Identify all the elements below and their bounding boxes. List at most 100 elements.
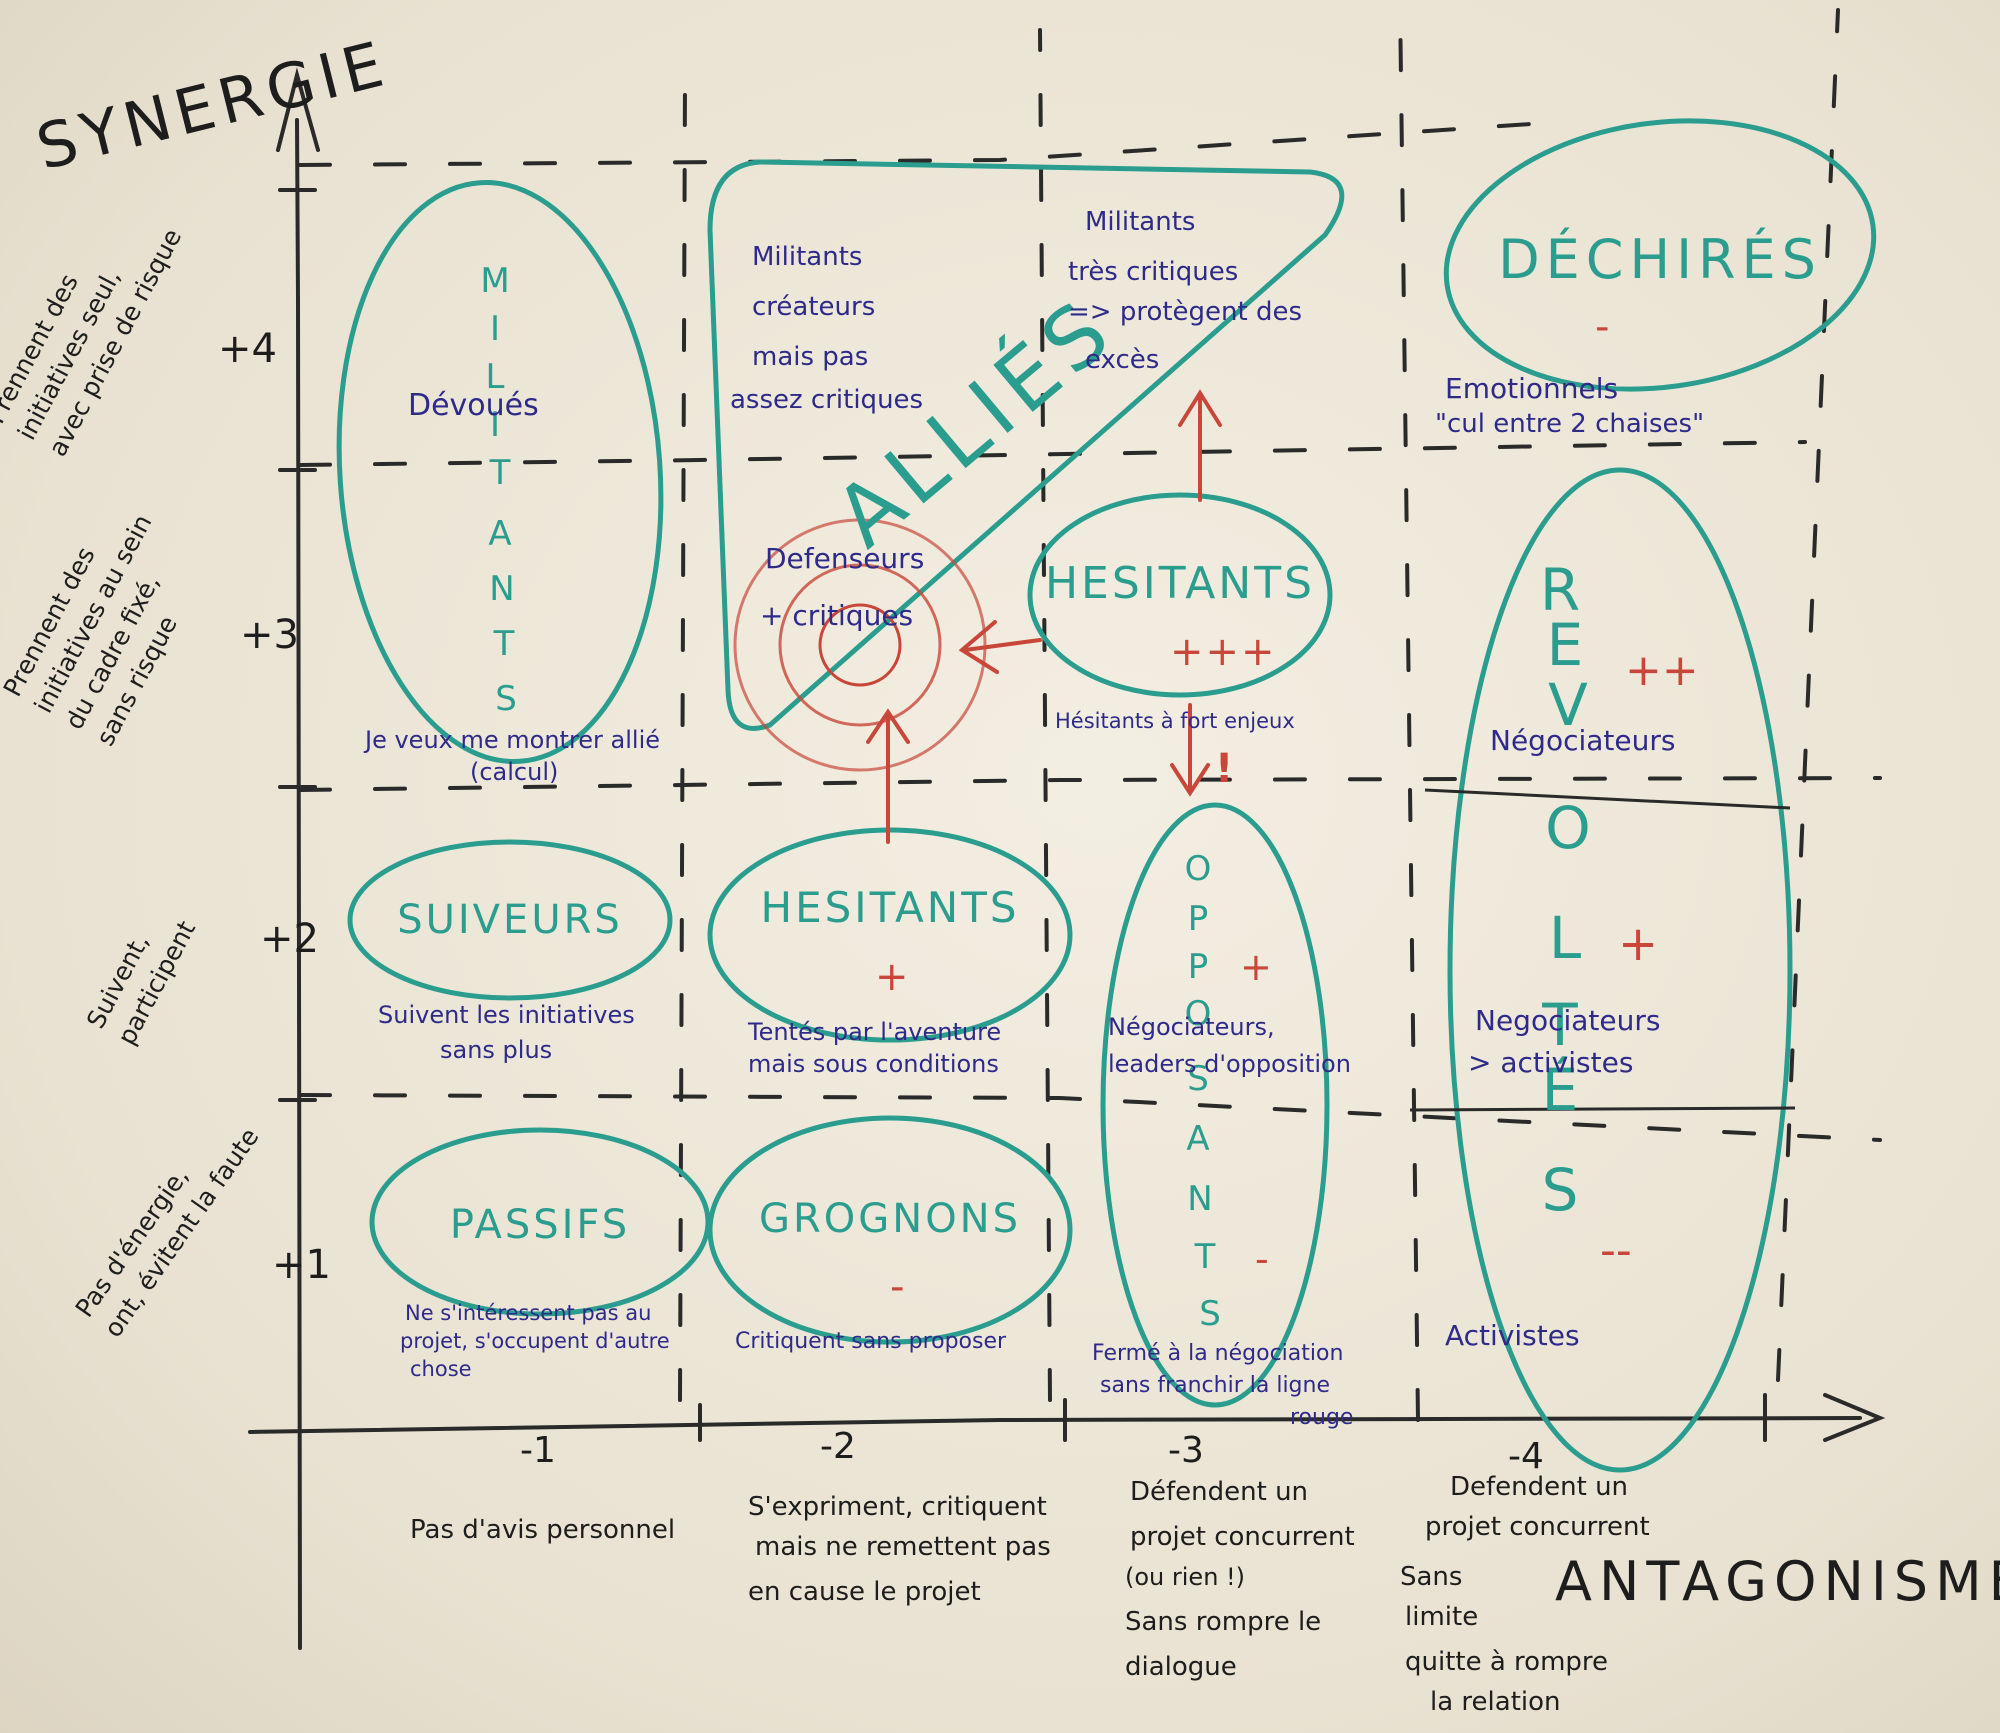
svg-text:Militants: Militants [1085,207,1195,237]
svg-text:=> protègent des: => protègent des [1068,297,1302,327]
hesitants-top-sign: +++ [1170,629,1277,675]
svg-text:L: L [486,357,505,397]
hesitants-top-label: HESITANTS [1045,558,1315,609]
svg-text:P: P [1188,899,1209,939]
hesitants-top-alert: ! [1215,746,1233,792]
svg-text:T: T [489,453,511,493]
revoltes-note-low: Activistes [1445,1319,1580,1352]
svg-text:I: I [490,309,500,349]
svg-text:mais pas: mais pas [752,342,868,372]
revoltes-sign-high: ++ [1625,645,1699,696]
arrow-down-to-opposants [1170,703,1210,797]
target-outer [733,518,987,772]
opposants-note-bottom-2: sans franchir la ligne [1100,1373,1330,1398]
y-score-2: +2 [260,916,319,962]
svg-text:Defendent un: Defendent un [1450,1472,1628,1502]
allies-note-critical: Militants très critiques => protègent de… [1068,207,1302,375]
svg-text:Pas d'avis personnel: Pas d'avis personnel [410,1515,675,1545]
svg-text:R: R [1540,556,1580,624]
y-axis-arrowhead [276,67,320,152]
x-desc-4: Defendent un projet concurrent Sans limi… [1400,1472,1650,1717]
revoltes-label: R E V O L T É S [1540,556,1591,1224]
svg-text:N: N [489,569,514,609]
svg-text:projet concurrent: projet concurrent [1130,1522,1355,1552]
x-score-2: -2 [820,1426,856,1467]
svg-text:A: A [1186,1119,1209,1159]
suiveurs-note-1: Suivent les initiatives [378,1001,635,1029]
svg-text:E: E [1547,611,1584,679]
militants-label: M I L I T A N T S [480,261,516,719]
svg-text:O: O [1185,994,1212,1034]
svg-text:L: L [1549,904,1581,972]
target-inner [818,603,902,687]
hesitants-top-ellipse [1027,492,1333,698]
dechires-note-1: Emotionnels [1445,372,1618,405]
svg-text:O: O [1185,849,1212,889]
svg-text:en cause le projet: en cause le projet [748,1577,981,1607]
svg-text:la relation: la relation [1430,1687,1561,1717]
allies-note-creative: Militants créateurs mais pas assez criti… [730,242,923,415]
grognons-sign: - [890,1264,904,1310]
revoltes-note-mid-1: Negociateurs [1475,1004,1660,1037]
x-score-4: -4 [1508,1436,1544,1477]
hesitants-mid-note-1: Tentés par l'aventure [747,1018,1001,1046]
svg-text:assez critiques: assez critiques [730,385,923,415]
opposants-note-top-1: Négociateurs, [1108,1013,1275,1041]
passifs-note-1: Ne s'intéressent pas au [405,1301,651,1325]
allies-triangle [707,159,1345,731]
x-score-3: -3 [1168,1430,1204,1471]
svg-text:A: A [488,514,511,554]
svg-text:T: T [1194,1237,1216,1277]
y-ticks [278,188,317,1102]
hesitants-mid-sign: + [875,954,909,1000]
grognons-ellipse [707,1115,1073,1345]
revoltes-note-mid-2: > activistes [1468,1046,1633,1079]
militants-ellipse [336,179,664,765]
svg-text:S: S [1542,1156,1579,1224]
svg-text:quitte à rompre: quitte à rompre [1405,1647,1608,1677]
svg-text:créateurs: créateurs [752,292,875,322]
allies-note-defenders-1: Defenseurs [765,542,924,575]
x-ticks [698,1393,1767,1442]
grognons-note: Critiquent sans proposer [735,1329,1007,1354]
x-score-1: -1 [520,1430,556,1471]
svg-text:T: T [493,624,515,664]
dechires-sign: - [1595,304,1609,350]
svg-text:Militants: Militants [752,242,862,272]
x-axis-arrowhead [1823,1393,1886,1442]
passifs-note-3: chose [410,1357,472,1381]
y-desc-2: Suivent, participent [81,916,201,1050]
svg-text:I: I [490,405,500,445]
svg-text:S: S [1187,1059,1209,1099]
revoltes-ellipse [1447,467,1793,1473]
passifs-label: PASSIFS [450,1202,630,1248]
grognons-label: GROGNONS [759,1196,1021,1242]
svg-text:Sans rompre le: Sans rompre le [1125,1607,1321,1637]
x-axis-title: ANTAGONISME [1555,1550,2000,1613]
opposants-note-top-2: leaders d'opposition [1108,1050,1351,1078]
svg-text:S: S [1199,1294,1221,1334]
svg-text:Sans: Sans [1400,1562,1462,1592]
x-axis-line [248,1416,1862,1434]
svg-text:(ou rien !): (ou rien !) [1125,1563,1245,1591]
militants-note-2: (calcul) [470,758,558,786]
y-score-1: +1 [272,1242,331,1288]
dechires-label: DÉCHIRÉS [1498,228,1822,291]
arrow-left-to-defenders [958,620,1042,674]
svg-text:V: V [1548,671,1588,739]
passifs-note-2: projet, s'occupent d'autre [400,1329,670,1353]
revoltes-sign-mid: + [1618,916,1658,972]
opposants-label: O P P O S A N T S [1185,849,1221,1334]
svg-text:excès: excès [1085,345,1159,375]
group-shapes [336,118,1877,1473]
opposants-sign-plus: + [1240,945,1272,989]
x-desc-3: Défendent un projet concurrent (ou rien … [1125,1477,1355,1682]
opposants-note-bottom-3: rouge [1290,1405,1353,1430]
svg-text:projet concurrent: projet concurrent [1425,1512,1650,1542]
y-desc-3: Prennent des initiatives au sein du cadr… [0,510,183,751]
suiveurs-ellipse [347,839,673,1001]
revoltes-dividers [1409,788,1796,1112]
svg-text:É: É [1542,1055,1579,1124]
svg-text:T: T [1541,991,1578,1059]
